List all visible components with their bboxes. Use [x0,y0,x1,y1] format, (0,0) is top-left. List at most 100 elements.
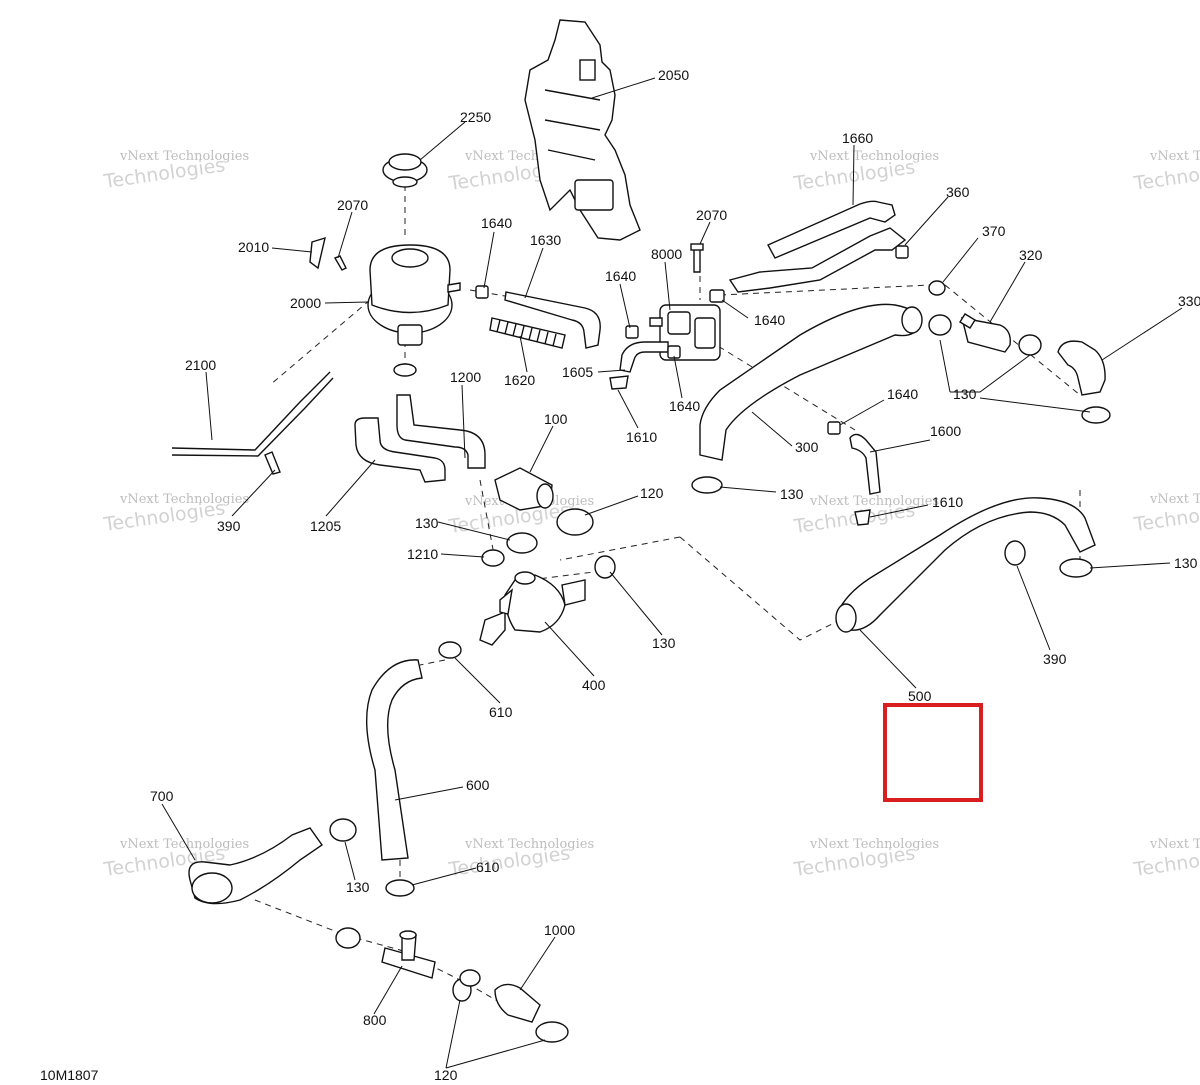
callout-120: 120 [434,1067,458,1083]
callout-1630: 1630 [530,232,561,248]
clamp-130 [506,532,616,579]
hose-1605 [619,341,669,373]
housing-400 [479,571,586,646]
callout-2100: 2100 [185,357,216,373]
callout-100: 100 [544,411,568,427]
connector-320 [959,313,1011,353]
callout-1610: 1610 [932,494,963,510]
watermark-text: vNext Technologies [1149,492,1200,507]
pipe-2100 [171,371,334,457]
callout-1200: 1200 [450,369,481,385]
clamp-130 [329,818,361,949]
callout-320: 320 [1019,247,1043,263]
watermark-text: vNext Technologies [464,837,594,852]
callout-1640: 1640 [754,312,785,328]
callout-1205: 1205 [310,518,341,534]
clamp [393,363,417,377]
callout-1640: 1640 [669,398,700,414]
clip-390 [264,451,281,475]
callout-390: 390 [1043,651,1067,667]
callout-1620: 1620 [504,372,535,388]
leader-lines [161,77,1183,1069]
callout-2250: 2250 [460,109,491,125]
callout-370: 370 [982,223,1006,239]
fitting-1640 [625,325,639,339]
expansion-tank-2000 [367,244,461,346]
callout-400: 400 [582,677,606,693]
callout-600: 600 [466,777,490,793]
diagram-code: 10M1807 [40,1067,99,1083]
callout-130: 130 [953,386,977,402]
callout-700: 700 [150,788,174,804]
callout-1000: 1000 [544,922,575,938]
callout-1640: 1640 [887,386,918,402]
hose-1205 [354,417,446,483]
callout-2010: 2010 [238,239,269,255]
coupler-1000 [494,983,541,1023]
clamp-130 [1059,558,1093,578]
callout-1610: 1610 [626,429,657,445]
bracket-2010 [309,236,326,270]
watermark-text: vNext Technologies [809,149,939,164]
hose-1600 [849,433,881,495]
callout-500: 500 [908,688,932,704]
hose-1630 [504,291,601,349]
hose-1660 [767,200,896,259]
callout-330: 330 [1178,293,1200,309]
callout-2000: 2000 [290,295,321,311]
screw-2070 [690,243,704,273]
callout-1660: 1660 [842,130,873,146]
callout-1600: 1600 [930,423,961,439]
callout-130: 130 [652,635,676,651]
callout-130: 130 [415,515,439,531]
callout-130: 130 [1174,555,1198,571]
radiator-cap-2250 [382,153,428,188]
callout-360: 360 [946,184,970,200]
highlight-box[interactable] [883,703,983,802]
callout-2070: 2070 [337,197,368,213]
fitting-1640 [475,285,489,299]
callout-1605: 1605 [562,364,593,380]
hose-500 [835,497,1096,633]
screw-2070 [333,255,347,271]
elbow-330 [1057,340,1106,396]
callout-130: 130 [346,879,370,895]
callout-2050: 2050 [658,67,689,83]
callout-610: 610 [476,859,500,875]
callout-300: 300 [795,439,819,455]
clamp-130 [459,969,481,987]
t-fitting-800 [381,930,436,979]
watermark-text: vNext Technologies [119,149,249,164]
fitting-360 [895,245,909,259]
clamp-610 [438,641,462,659]
hose-300 [699,303,923,461]
hose-1200 [396,394,486,469]
hose-600 [366,659,423,861]
hose-1660-lower [728,227,907,293]
watermark-text: vNext Technologies [1149,149,1200,164]
clamp-120 [556,508,594,536]
clamp-130 [691,476,723,494]
hose-700 [188,827,323,905]
callout-1640: 1640 [605,268,636,284]
watermark-text: vNext Technologies [809,494,939,509]
callout-2070: 2070 [696,207,727,223]
fitting-1640 [827,421,841,435]
callout-800: 800 [363,1012,387,1028]
clamp-1610 [609,375,629,390]
bracket-2050 [524,19,641,241]
watermark-text: vNext Technologies [1149,837,1200,852]
clamp-130 [928,314,1111,424]
watermark-text: vNext Technologies [119,837,249,852]
callouts: 2050 2250 2070 2010 2000 1640 1630 1620 … [150,67,1200,1083]
fitting-1640 [709,289,725,303]
clamp-1610 [854,509,871,526]
coupler-100 [494,467,554,511]
watermark-text: vNext Technologies [809,837,939,852]
spring-hose-1620 [489,317,566,349]
callout-1210: 1210 [407,546,438,562]
watermark-text: vNext Technologies [119,492,249,507]
clamp-1210 [481,549,505,567]
callout-390: 390 [217,518,241,534]
